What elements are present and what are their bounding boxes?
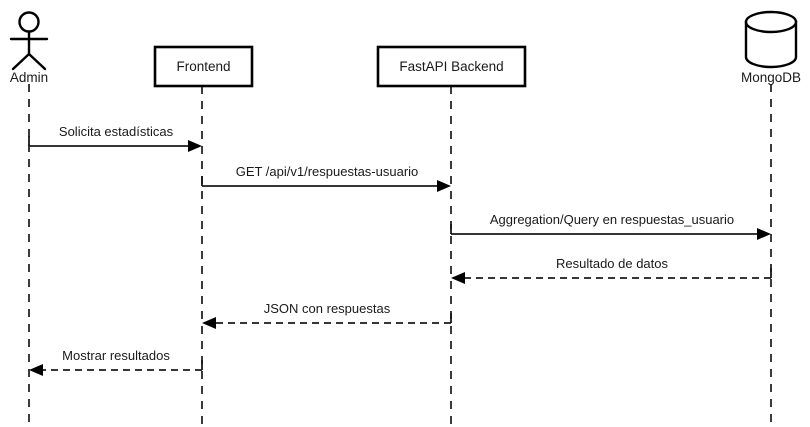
message-2-arrowhead	[437, 180, 451, 192]
message-1-arrowhead	[188, 140, 202, 152]
message-6-arrowhead	[29, 364, 43, 376]
participant-admin[interactable]: Admin	[9, 11, 49, 86]
message-6-label: Mostrar resultados	[62, 348, 170, 363]
participant-mongodb[interactable]: MongoDB	[741, 10, 801, 85]
actor-right-leg-icon	[27, 52, 47, 71]
message-1-label: Solicita estadísticas	[59, 124, 174, 139]
message-3-arrowhead	[757, 228, 771, 240]
message-4-arrowhead	[451, 272, 465, 284]
participant-label-frontend: Frontend	[176, 59, 230, 74]
message-1-solicita-estadisticas[interactable]: Solicita estadísticas	[28, 124, 202, 152]
participant-label-mongodb: MongoDB	[741, 70, 801, 85]
database-cylinder-top-icon	[744, 10, 798, 34]
actor-left-leg-icon	[11, 52, 31, 71]
database-cylinder-body-icon	[744, 20, 798, 69]
message-2-label: GET /api/v1/respuestas-usuario	[236, 164, 419, 179]
message-3-aggregation-query[interactable]: Aggregation/Query en respuestas_usuario	[450, 212, 771, 240]
participant-box-backend	[376, 45, 527, 88]
message-4-label: Resultado de datos	[556, 256, 669, 271]
message-5-label: JSON con respuestas	[264, 301, 391, 316]
message-5-json-con-respuestas[interactable]: JSON con respuestas	[202, 301, 452, 329]
message-2-get-api-respuestas-usuario[interactable]: GET /api/v1/respuestas-usuario	[201, 164, 451, 192]
message-4-resultado-de-datos[interactable]: Resultado de datos	[451, 256, 772, 284]
actor-head-icon	[18, 11, 40, 33]
participant-label-admin: Admin	[10, 70, 48, 85]
lifelines-group	[28, 84, 772, 424]
participant-label-backend: FastAPI Backend	[399, 59, 503, 74]
message-3-label: Aggregation/Query en respuestas_usuario	[490, 212, 734, 227]
message-6-mostrar-resultados[interactable]: Mostrar resultados	[29, 348, 203, 376]
participant-frontend[interactable]: Frontend	[153, 45, 254, 88]
message-5-arrowhead	[202, 317, 216, 329]
participant-box-frontend	[153, 45, 254, 88]
participant-backend[interactable]: FastAPI Backend	[376, 45, 527, 88]
